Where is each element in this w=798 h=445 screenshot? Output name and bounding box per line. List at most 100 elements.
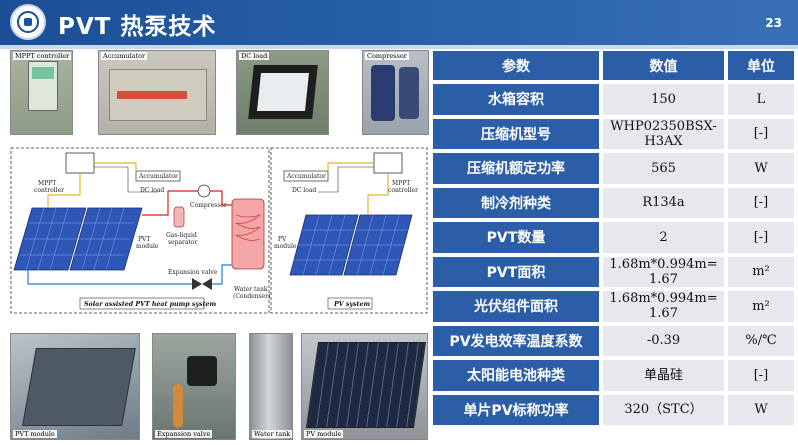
header-unit: 单位 — [726, 49, 796, 82]
header-divider — [0, 45, 798, 49]
pvt-module-label-2: module — [136, 243, 159, 250]
table-row: 单片PV标称功率 320（STC） W — [431, 392, 796, 427]
photo-label: PVT module — [13, 430, 57, 438]
photo-accumulator: Accumulator — [98, 50, 216, 135]
header-value: 数值 — [601, 49, 726, 82]
value-line: 320（STC） — [624, 402, 703, 418]
photo-pv-module: PV module — [301, 333, 428, 440]
table-row: PV发电效率温度系数 -0.39 %/℃ — [431, 323, 796, 358]
unit-cell: %/℃ — [726, 323, 796, 358]
title-bar: PVT 热泵技术 23 — [0, 0, 798, 45]
dc-load-label-left: DC load — [140, 187, 164, 194]
param-cell: 水箱容积 — [431, 82, 601, 117]
accumulator-label-right: Accumulator — [286, 173, 326, 180]
dc-load-label-right: DC load — [292, 187, 316, 194]
page-number: 23 — [765, 16, 782, 30]
value-cell: R134a — [601, 185, 726, 220]
compressor-symbol — [197, 184, 211, 198]
unit-cell: [-] — [726, 185, 796, 220]
value-line: H3AX — [644, 133, 683, 149]
pv-system-frame — [270, 147, 428, 314]
value-cell: 单晶硅 — [601, 358, 726, 393]
unit-cell: m² — [726, 289, 796, 324]
unit-cell: W — [726, 392, 796, 427]
param-cell: PVT面积 — [431, 254, 601, 289]
value-cell: 1.68m*0.994m=1.67 — [601, 254, 726, 289]
pvt-system-frame — [10, 147, 270, 314]
param-cell: 压缩机型号 — [431, 116, 601, 151]
mppt-box-right — [373, 152, 403, 174]
table-row: 太阳能电池种类 单晶硅 [-] — [431, 358, 796, 393]
value-line: -0.39 — [646, 333, 681, 349]
water-tank-label-1: Water tank — [234, 286, 268, 293]
water-tank-label-2: (Condenser) — [233, 293, 271, 300]
photo-label: Compressor — [365, 52, 409, 60]
photo-label: MPPT controller — [13, 52, 72, 60]
table-row: 水箱容积 150 L — [431, 82, 796, 117]
value-cell: 565 — [601, 151, 726, 186]
value-cell: WHP02350BSX-H3AX — [601, 116, 726, 151]
value-cell: 320（STC） — [601, 392, 726, 427]
compressor-label: Compressor — [190, 202, 227, 209]
value-line: WHP02350BSX- — [610, 118, 717, 134]
photo-label: Expansion valve — [155, 430, 213, 438]
photo-label: Accumulator — [101, 52, 148, 60]
value-line: 1.67 — [649, 271, 678, 287]
mppt-label-right-1: MPPT — [392, 180, 410, 187]
photo-pvt-module: PVT module — [10, 333, 140, 440]
photo-label: Water tank — [252, 430, 292, 438]
value-line: 2 — [659, 229, 668, 245]
unit-cell: [-] — [726, 358, 796, 393]
param-cell: 太阳能电池种类 — [431, 358, 601, 393]
photo-water-tank: Water tank — [249, 333, 293, 440]
slide-title: PVT 热泵技术 — [58, 14, 217, 40]
pv-module-label-1: PV — [278, 236, 287, 243]
param-cell: 单片PV标称功率 — [431, 392, 601, 427]
pv-system-caption: PV system — [333, 301, 370, 308]
pvt-system-caption: Solar assisted PVT heat pump system — [84, 301, 217, 308]
header-param: 参数 — [431, 49, 601, 82]
value-line: 单晶硅 — [643, 367, 683, 383]
separator-label-1: Gas-liquid — [166, 232, 197, 239]
photo-label: PV module — [304, 430, 344, 438]
photo-expansion-valve: Expansion valve — [152, 333, 236, 440]
value-line: 1.67 — [649, 306, 678, 322]
table-row: 制冷剂种类 R134a [-] — [431, 185, 796, 220]
value-cell: 150 — [601, 82, 726, 117]
param-cell: 压缩机额定功率 — [431, 151, 601, 186]
university-logo — [10, 4, 46, 40]
mppt-box-left — [65, 152, 95, 174]
pvt-module-label-1: PVT — [138, 236, 150, 243]
param-cell: PV发电效率温度系数 — [431, 323, 601, 358]
unit-cell: m² — [726, 254, 796, 289]
system-diagram: Accumulator DC load MPPT controller PVT … — [10, 147, 428, 314]
value-line: 150 — [651, 91, 676, 107]
param-cell: 光伏组件面积 — [431, 289, 601, 324]
accumulator-box-left — [135, 170, 181, 182]
value-line: R134a — [642, 195, 685, 211]
accumulator-box-right — [283, 170, 329, 182]
expansion-valve-symbol — [192, 278, 212, 290]
expansion-valve-label: Expansion valve — [168, 269, 218, 276]
param-cell: 制冷剂种类 — [431, 185, 601, 220]
pv-module-label-2: module — [274, 243, 297, 250]
value-cell: -0.39 — [601, 323, 726, 358]
separator-symbol — [173, 206, 185, 228]
accumulator-label-left: Accumulator — [138, 173, 178, 180]
unit-cell: [-] — [726, 116, 796, 151]
value-line: 565 — [651, 160, 676, 176]
separator-label-2: separator — [168, 239, 198, 246]
value-cell: 2 — [601, 220, 726, 255]
value-cell: 1.68m*0.994m=1.67 — [601, 289, 726, 324]
unit-cell: [-] — [726, 220, 796, 255]
photo-label: DC load — [239, 52, 270, 60]
mppt-label-left-2: controller — [34, 187, 64, 194]
photo-compressor: Compressor — [362, 50, 429, 135]
unit-cell: L — [726, 82, 796, 117]
